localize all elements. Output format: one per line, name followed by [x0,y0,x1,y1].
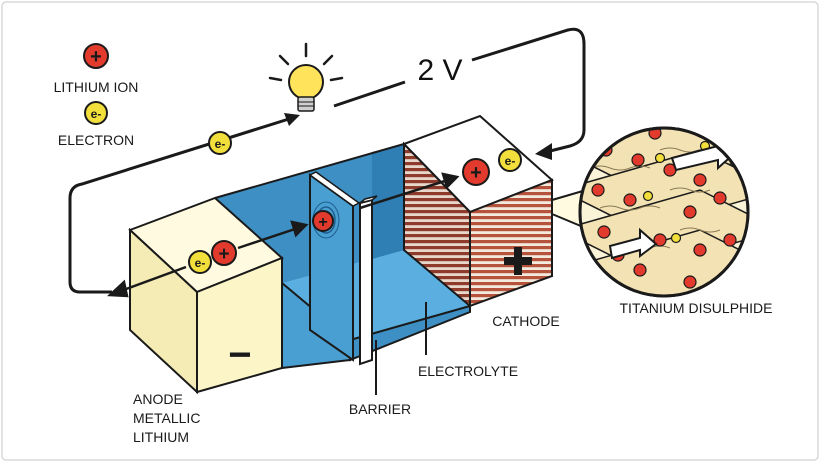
electron-particle-cathode: e- [498,148,522,172]
svg-text:ANODE: ANODE [133,391,183,407]
svg-text:e-: e- [215,137,226,151]
svg-text:METALLIC: METALLIC [133,410,200,426]
svg-text:LITHIUM: LITHIUM [133,429,189,445]
ion-particle-cathode: + [462,158,490,186]
cathode-label: CATHODE [492,313,559,329]
leader-lines [375,302,427,395]
svg-text:e-: e- [505,154,516,168]
lithium-ion-legend-label: LITHIUM ION [54,79,139,95]
anode-label: ANODE METALLIC LITHIUM [133,391,200,445]
barrier [359,195,378,366]
svg-text:+: + [218,244,229,265]
legend: + LITHIUM ION e- ELECTRON [54,43,139,148]
electron-legend-label: ELECTRON [58,132,134,148]
negative-sign: − [228,333,251,377]
electron-particle: e- [208,131,232,155]
electron-symbol: e- [91,107,102,121]
wire-arrow-head-right [535,143,552,160]
circuit-wire-left [68,116,293,294]
positive-sign [504,247,532,275]
lithium-ion-legend-icon: + [83,43,109,69]
ion-particle-anode: + [211,240,237,266]
titanium-disulphide-label: TITANIUM DISULPHIDE [620,300,773,316]
ion-particle-barrier: + [312,210,334,232]
svg-text:+: + [318,214,327,231]
ion-flow-arrows [107,172,460,298]
electrolyte-slab [308,171,361,362]
electrolyte-label: ELECTROLYTE [418,363,518,379]
barrier-label: BARRIER [349,401,411,417]
circuit-wire-to-voltage [333,80,406,108]
cathode-block [402,114,554,309]
wire-arrow-head [284,113,300,126]
svg-text:e-: e- [195,256,206,270]
svg-text:+: + [470,162,482,184]
anode-block: − [128,196,284,395]
electron-legend-icon: e- [84,101,108,125]
circuit-wire-right [471,27,586,154]
electron-particle-anode: e- [188,250,212,274]
voltage-label: 2 V [417,54,462,87]
lightbulb-icon [268,42,344,112]
ion-symbol: + [90,46,102,68]
